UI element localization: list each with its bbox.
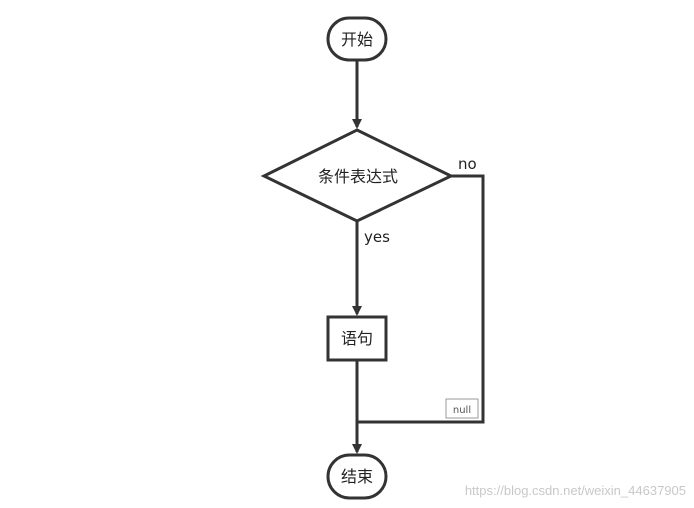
start-node-label: 开始: [341, 30, 373, 49]
no-label: no: [458, 155, 477, 173]
edge-no-branch: [357, 174, 485, 424]
condition-node-label: 条件表达式: [318, 167, 398, 186]
yes-label: yes: [364, 228, 390, 246]
watermark-text: https://blog.csdn.net/weixin_44637905: [465, 483, 686, 498]
null-badge: null: [445, 398, 479, 419]
end-node[interactable]: 结束: [326, 453, 388, 500]
end-node-label: 结束: [341, 467, 373, 486]
start-node[interactable]: 开始: [326, 16, 388, 62]
condition-node[interactable]: 条件表达式: [260, 128, 455, 223]
statement-node-label: 语句: [341, 329, 373, 348]
statement-node[interactable]: 语句: [326, 315, 388, 362]
null-badge-label: null: [453, 405, 471, 416]
